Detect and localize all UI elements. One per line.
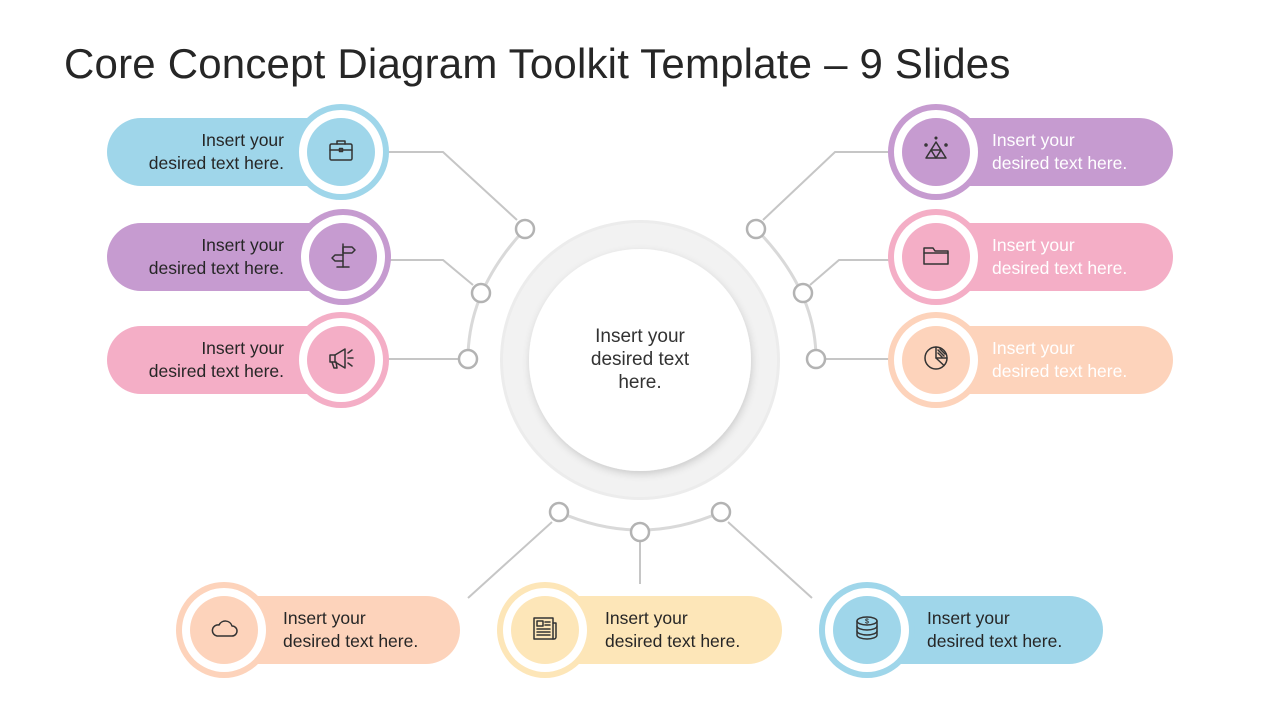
icon-badge bbox=[902, 326, 970, 394]
callout-text-line2: desired text here. bbox=[927, 630, 1063, 651]
callout-text-line1: Insert your bbox=[927, 608, 1010, 628]
callout-text-line2: desired text here. bbox=[148, 152, 284, 173]
icon-ring bbox=[176, 582, 272, 678]
connector-lines bbox=[388, 151, 890, 599]
callout-text-line1: Insert your bbox=[201, 130, 284, 150]
icon-ring bbox=[888, 312, 984, 408]
icon-ring bbox=[293, 104, 389, 200]
connector-top-right-1 bbox=[762, 151, 890, 221]
signpost-icon bbox=[327, 239, 359, 276]
node-top-left-3 bbox=[457, 348, 479, 370]
callout-text-line1: Insert your bbox=[283, 608, 366, 628]
icon-ring bbox=[888, 209, 984, 305]
callout-text-line1: Insert your bbox=[992, 130, 1075, 150]
pie-chart-icon bbox=[920, 342, 952, 379]
callout-text-line2: desired text here. bbox=[992, 360, 1128, 381]
icon-badge bbox=[190, 596, 258, 664]
callout-text-line1: Insert your bbox=[992, 235, 1075, 255]
icon-badge bbox=[902, 118, 970, 186]
page-title: Core Concept Diagram Toolkit Template – … bbox=[64, 40, 1011, 87]
callout-text-line2: desired text here. bbox=[148, 257, 284, 278]
node-bottom-2 bbox=[629, 521, 651, 543]
megaphone-icon bbox=[325, 342, 357, 379]
callout-text-line2: desired text here. bbox=[148, 360, 284, 381]
icon-badge: $ bbox=[833, 596, 901, 664]
briefcase-icon bbox=[325, 134, 357, 171]
newspaper-icon bbox=[529, 612, 561, 649]
icon-badge bbox=[309, 223, 377, 291]
icon-ring: $ bbox=[819, 582, 915, 678]
callout-text-line2: desired text here. bbox=[283, 630, 419, 651]
center-text-line1: Insert your bbox=[595, 326, 685, 347]
icon-badge bbox=[307, 326, 375, 394]
pyramid-icon bbox=[920, 134, 952, 171]
coins-icon: $ bbox=[851, 612, 883, 649]
center-text: Insert your desired text here. bbox=[560, 325, 720, 394]
svg-text:$: $ bbox=[865, 618, 869, 625]
center-inner-circle bbox=[529, 249, 751, 471]
node-top-right-1 bbox=[745, 218, 767, 240]
connector-bottom-1 bbox=[467, 521, 553, 599]
connector-top-right-2 bbox=[809, 259, 890, 286]
icon-ring bbox=[295, 209, 391, 305]
callout-text-line2: desired text here. bbox=[992, 152, 1128, 173]
node-bottom-1 bbox=[548, 501, 570, 523]
icon-badge bbox=[307, 118, 375, 186]
icon-badge bbox=[902, 223, 970, 291]
callout-text-line2: desired text here. bbox=[605, 630, 741, 651]
callout-text-line2: desired text here. bbox=[992, 257, 1128, 278]
callout-text-line1: Insert your bbox=[201, 338, 284, 358]
cloud-icon bbox=[208, 612, 240, 649]
node-top-left-1 bbox=[514, 218, 536, 240]
node-top-right-2 bbox=[792, 282, 814, 304]
icon-ring bbox=[293, 312, 389, 408]
icon-badge bbox=[511, 596, 579, 664]
connector-top-left-1 bbox=[388, 151, 518, 221]
node-top-right-3 bbox=[805, 348, 827, 370]
callout-text-line1: Insert your bbox=[201, 235, 284, 255]
connector-top-left-2 bbox=[388, 259, 474, 286]
callout-text-line1: Insert your bbox=[605, 608, 688, 628]
folder-icon bbox=[920, 239, 952, 276]
center-text-line2: desired text bbox=[590, 349, 690, 370]
icon-ring bbox=[497, 582, 593, 678]
connector-bottom-3 bbox=[727, 521, 813, 599]
callout-text-line1: Insert your bbox=[992, 338, 1075, 358]
icon-ring bbox=[888, 104, 984, 200]
node-bottom-3 bbox=[710, 501, 732, 523]
center-text-line3: here. bbox=[618, 372, 662, 393]
node-top-left-2 bbox=[470, 282, 492, 304]
